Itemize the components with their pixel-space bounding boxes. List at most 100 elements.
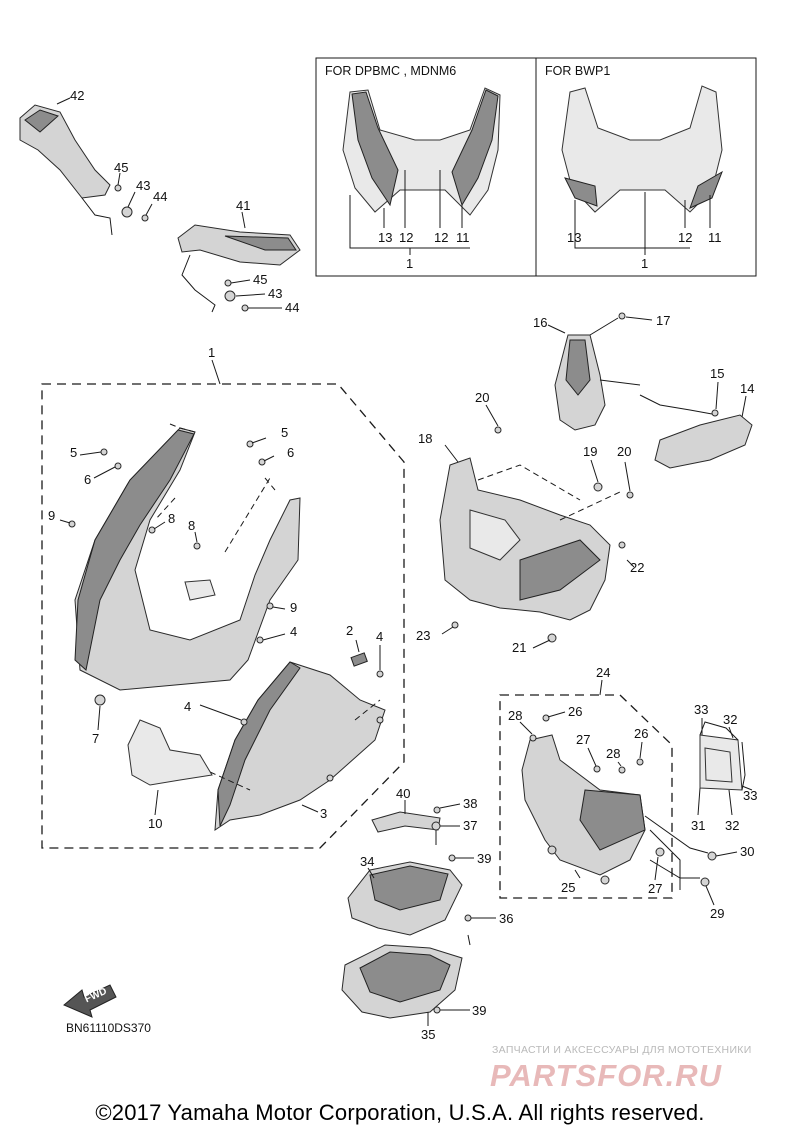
label-12: 12 xyxy=(434,230,448,245)
label-11: 11 xyxy=(456,230,470,245)
callout-23: 23 xyxy=(416,628,430,643)
side-panel-12-left xyxy=(351,91,399,207)
callout-42: 42 xyxy=(70,88,84,103)
callout-26: 26 xyxy=(634,726,648,741)
panel-40 xyxy=(371,811,441,833)
callout-4: 4 xyxy=(376,629,383,644)
callout-1: 1 xyxy=(208,345,215,360)
side-cover-10 xyxy=(127,719,213,786)
variant-title-left: FOR DPBMC , MDNM6 xyxy=(325,64,456,78)
emblem-2 xyxy=(350,652,368,667)
label-12: 12 xyxy=(678,230,692,245)
callout-14: 14 xyxy=(740,381,754,396)
stay-lower xyxy=(519,539,601,601)
callout-4: 4 xyxy=(184,699,191,714)
inner-panel-35-grid xyxy=(359,951,451,1003)
callout-31: 31 xyxy=(691,818,705,833)
callout-39: 39 xyxy=(472,1003,486,1018)
callout-24: 24 xyxy=(596,665,610,680)
bolt-44 xyxy=(241,304,249,312)
callout-20: 20 xyxy=(475,390,489,405)
callout-5: 5 xyxy=(281,425,288,440)
callout-45: 45 xyxy=(114,160,128,175)
callout-8: 8 xyxy=(188,518,195,533)
callout-33: 33 xyxy=(743,788,757,803)
variant-title-right: FOR BWP1 xyxy=(545,64,610,78)
callout-22: 22 xyxy=(630,560,644,575)
side-panel-12-right xyxy=(451,89,499,207)
cowl-side-stripe xyxy=(74,429,195,671)
mirror-glass-right xyxy=(224,235,297,251)
callout-20: 20 xyxy=(617,444,631,459)
watermark-tagline: ЗАПЧАСТИ И АКСЕССУАРЫ ДЛЯ МОТОТЕХНИКИ xyxy=(492,1044,752,1056)
position-light-14 xyxy=(654,414,753,469)
assembly-1-boundary xyxy=(41,383,405,849)
callout-7: 7 xyxy=(92,731,99,746)
callout-43: 43 xyxy=(136,178,150,193)
callout-3: 3 xyxy=(320,806,327,821)
label-12: 12 xyxy=(399,230,413,245)
label-11: 11 xyxy=(708,230,722,245)
callout-28: 28 xyxy=(606,746,620,761)
cowling-assembly-1: 1 5 6 5 6 8 8 9 9 4 7 2 4 4 3 xyxy=(41,345,405,849)
leader-left-box xyxy=(349,195,470,249)
nut-45 xyxy=(114,184,122,192)
callout-37: 37 xyxy=(463,818,477,833)
callout-26: 26 xyxy=(568,704,582,719)
label-1: 1 xyxy=(641,256,648,271)
callout-36: 36 xyxy=(499,911,513,926)
headlight-trim-left xyxy=(564,177,598,207)
fwd-arrow-icon: FWD xyxy=(63,984,117,1018)
callout-32: 32 xyxy=(723,712,737,727)
callout-4: 4 xyxy=(290,624,297,639)
callout-21: 21 xyxy=(512,640,526,655)
cowl-vent xyxy=(184,579,216,601)
wire-15 xyxy=(639,394,713,415)
leader-17 xyxy=(589,317,641,386)
callout-29: 29 xyxy=(710,906,724,921)
bracket-31-cutout xyxy=(704,747,733,783)
callout-30: 30 xyxy=(740,844,754,859)
leaders-right-box xyxy=(574,192,711,255)
mirror-wire xyxy=(81,197,113,236)
callout-17: 17 xyxy=(656,313,670,328)
callout-28: 28 xyxy=(508,708,522,723)
watermark-logo: PARTSFOR.RU xyxy=(490,1058,723,1093)
callout-10: 10 xyxy=(148,816,162,831)
upper-cowl-variant-b xyxy=(561,85,723,213)
label-13: 13 xyxy=(378,230,392,245)
washer-43 xyxy=(224,290,236,302)
callout-6: 6 xyxy=(287,445,294,460)
leaders-left-box xyxy=(383,170,463,255)
callout-35: 35 xyxy=(421,1027,435,1042)
nut-45 xyxy=(224,279,232,287)
callout-39: 39 xyxy=(477,851,491,866)
copyright-footer: ©2017 Yamaha Motor Corporation, U.S.A. A… xyxy=(95,1100,705,1125)
mirror-41 xyxy=(177,224,301,266)
callout-44: 44 xyxy=(285,300,299,315)
mirror-assembly-right: 41 45 43 44 xyxy=(177,198,301,315)
callout-18: 18 xyxy=(418,431,432,446)
mirror-wire-right xyxy=(181,254,216,313)
bracket-assembly-24: 24 28 26 27 28 26 25 27 33 32 33 31 32 3… xyxy=(499,665,757,921)
callout-41: 41 xyxy=(236,198,250,213)
mirror-assembly-left: 42 45 43 44 xyxy=(19,88,167,236)
callout-27: 27 xyxy=(648,881,662,896)
callout-2: 2 xyxy=(346,623,353,638)
stay-opening xyxy=(469,509,521,561)
washer-43 xyxy=(121,206,133,218)
inner-panel-34-grid xyxy=(369,865,449,911)
callout-40: 40 xyxy=(396,786,410,801)
callout-38: 38 xyxy=(463,796,477,811)
variant-boxes: FOR DPBMC , MDNM6 FOR BWP1 13 12 12 11 1… xyxy=(315,57,757,277)
callout-44: 44 xyxy=(153,189,167,204)
label-1: 1 xyxy=(406,256,413,271)
callout-25: 25 xyxy=(561,880,575,895)
headlight-trim-right xyxy=(689,170,723,209)
callout-43: 43 xyxy=(268,286,282,301)
callout-33: 33 xyxy=(694,702,708,717)
callout-27: 27 xyxy=(576,732,590,747)
mirror-glass xyxy=(24,109,59,133)
bolt-44 xyxy=(141,214,149,222)
